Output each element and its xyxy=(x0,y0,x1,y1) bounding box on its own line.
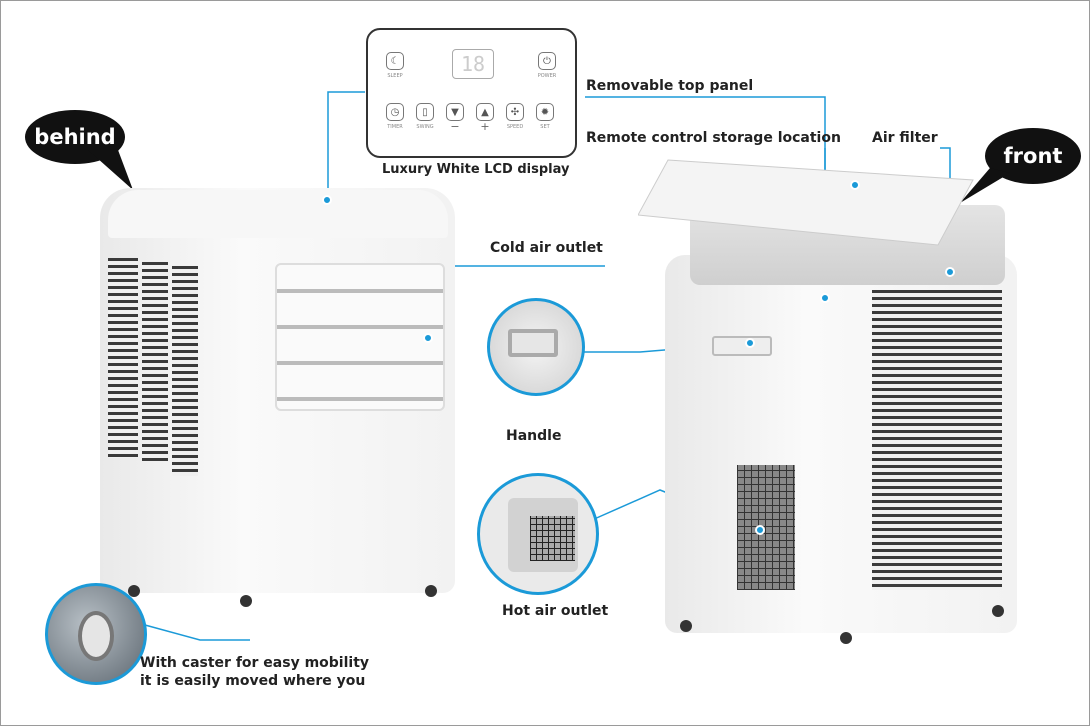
up-triangle-icon[interactable]: ▲ xyxy=(476,103,494,121)
caster-wheel xyxy=(680,620,692,632)
caster-wheel xyxy=(240,595,252,607)
caster-detail-circle xyxy=(45,583,147,685)
plus-label: + xyxy=(480,120,490,133)
hot-air-label: Hot air outlet xyxy=(502,603,609,619)
side-grille xyxy=(108,258,138,458)
behind-label: behind xyxy=(34,125,116,149)
timer-label: TIMER xyxy=(387,124,403,130)
set-label: SET xyxy=(540,124,550,130)
caster-line xyxy=(144,624,250,641)
speed-label: SPEED xyxy=(506,124,524,130)
top-panel-marker xyxy=(850,180,860,190)
front-bubble-tail xyxy=(960,168,1010,203)
hot-air-detail-circle xyxy=(477,473,599,595)
cold-air-outlet xyxy=(275,263,445,411)
panel-caption: Luxury White LCD display xyxy=(382,162,570,177)
caster-wheel xyxy=(425,585,437,597)
handle-label: Handle xyxy=(506,428,562,444)
panel-marker xyxy=(322,195,332,205)
remote-storage-label: Remote control storage location xyxy=(586,130,841,146)
swing-label: SWING xyxy=(416,124,434,130)
lcd-control-panel: 18 ☾ SLEEP ⏻ POWER ◷ TIMER ▯ SWING ▼ − ▲… xyxy=(366,28,577,158)
gear-icon[interactable]: ✹ xyxy=(536,103,554,121)
handle-detail-circle xyxy=(487,298,585,396)
power-label: POWER xyxy=(537,73,557,79)
cold-air-marker xyxy=(423,333,433,343)
hot-air-grid-closeup xyxy=(530,516,575,561)
handle-marker xyxy=(745,338,755,348)
remote-marker xyxy=(820,293,830,303)
caster-wheel xyxy=(992,605,1004,617)
handle-closeup xyxy=(508,329,558,357)
caster-label-line2: it is easily moved where you xyxy=(140,673,366,689)
hot-air-grid xyxy=(737,465,795,590)
removable-top-panel xyxy=(638,159,974,246)
front-grille xyxy=(872,290,1002,590)
fan-icon[interactable]: ✣ xyxy=(506,103,524,121)
minus-label: − xyxy=(450,120,460,133)
power-icon[interactable]: ⏻ xyxy=(538,52,556,70)
caster-wheel xyxy=(840,632,852,644)
front-label: front xyxy=(1003,144,1063,168)
top-panel-label: Removable top panel xyxy=(586,78,754,94)
swing-icon[interactable]: ▯ xyxy=(416,103,434,121)
caster-closeup xyxy=(78,611,114,661)
sleep-label: SLEEP xyxy=(387,73,403,79)
side-grille xyxy=(172,266,198,476)
moon-icon[interactable]: ☾ xyxy=(386,52,404,70)
cold-air-label: Cold air outlet xyxy=(490,240,603,256)
filter-marker xyxy=(945,267,955,277)
down-triangle-icon[interactable]: ▼ xyxy=(446,103,464,121)
caster-wheel xyxy=(128,585,140,597)
clock-icon[interactable]: ◷ xyxy=(386,103,404,121)
caster-label-line1: With caster for easy mobility xyxy=(140,655,370,671)
hot-air-marker xyxy=(755,525,765,535)
air-filter-label: Air filter xyxy=(872,130,938,146)
behind-bubble-tail xyxy=(88,150,133,190)
rear-unit-top xyxy=(108,190,448,238)
handle xyxy=(712,336,772,356)
panel-line xyxy=(327,91,365,200)
temperature-display: 18 xyxy=(452,49,494,79)
side-grille xyxy=(142,262,168,462)
